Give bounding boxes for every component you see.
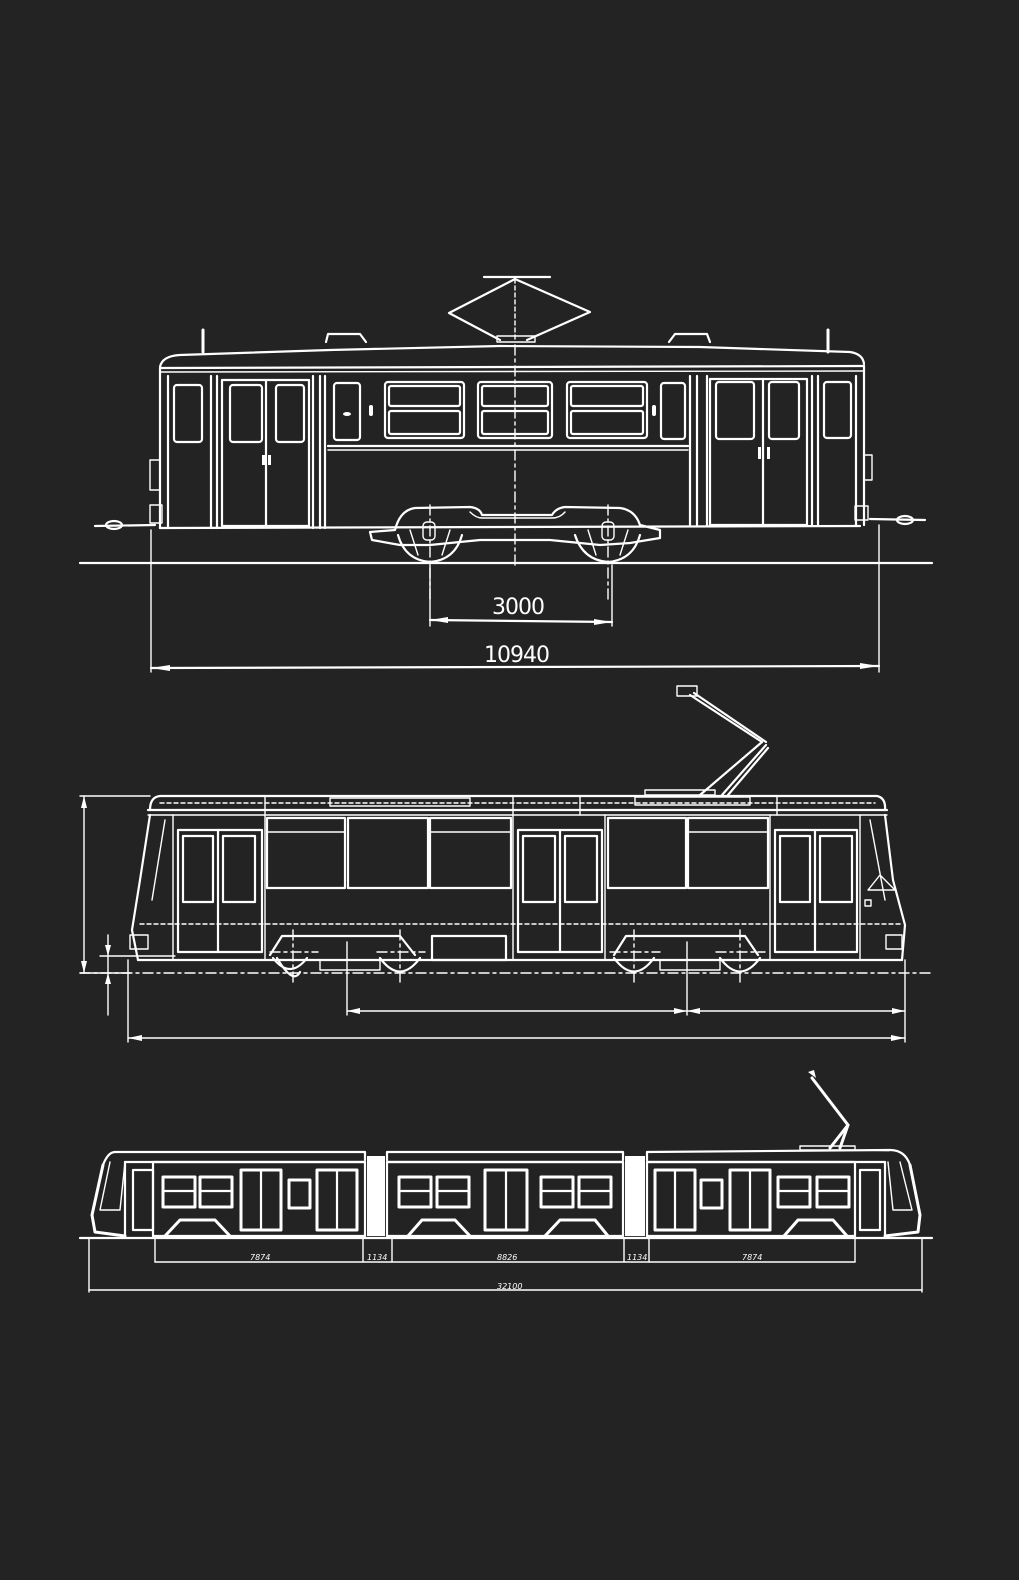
classic-tram-view: 3000 10940 [78, 275, 934, 673]
left-coupler-icon [93, 459, 163, 531]
right-coupler-icon [854, 454, 927, 526]
bogie-assembly [268, 929, 766, 986]
overall-length-label: 32100 [497, 1282, 522, 1291]
section-2-length: 8826 [497, 1253, 517, 1262]
dimension-bogie-centers [346, 941, 906, 1043]
dimension-overall-length: 32100 [88, 1237, 923, 1293]
dimension-overall-length: 10940 [149, 524, 881, 673]
joint-1-length: 1134 [367, 1253, 387, 1262]
section-1-length: 7874 [250, 1253, 270, 1262]
articulated-tram-view: 7874 1134 8826 1134 7874 32100 [78, 1070, 934, 1293]
dimension-bogie-distance: 3000 [428, 564, 614, 627]
bogie-distance-label: 3000 [492, 595, 544, 620]
modern-tram-view [79, 685, 933, 1043]
joint-2-length: 1134 [627, 1253, 647, 1262]
section-3-length: 7874 [742, 1253, 762, 1262]
dimension-height [79, 795, 176, 1016]
dimension-section-lengths: 7874 1134 8826 1134 7874 [154, 1237, 856, 1263]
dimension-overall-length [127, 959, 906, 1043]
pantograph-icon [447, 275, 592, 343]
pantograph-icon [799, 1070, 856, 1151]
overall-length-label: 10940 [484, 643, 549, 668]
trolley-pole-icon [644, 685, 770, 797]
